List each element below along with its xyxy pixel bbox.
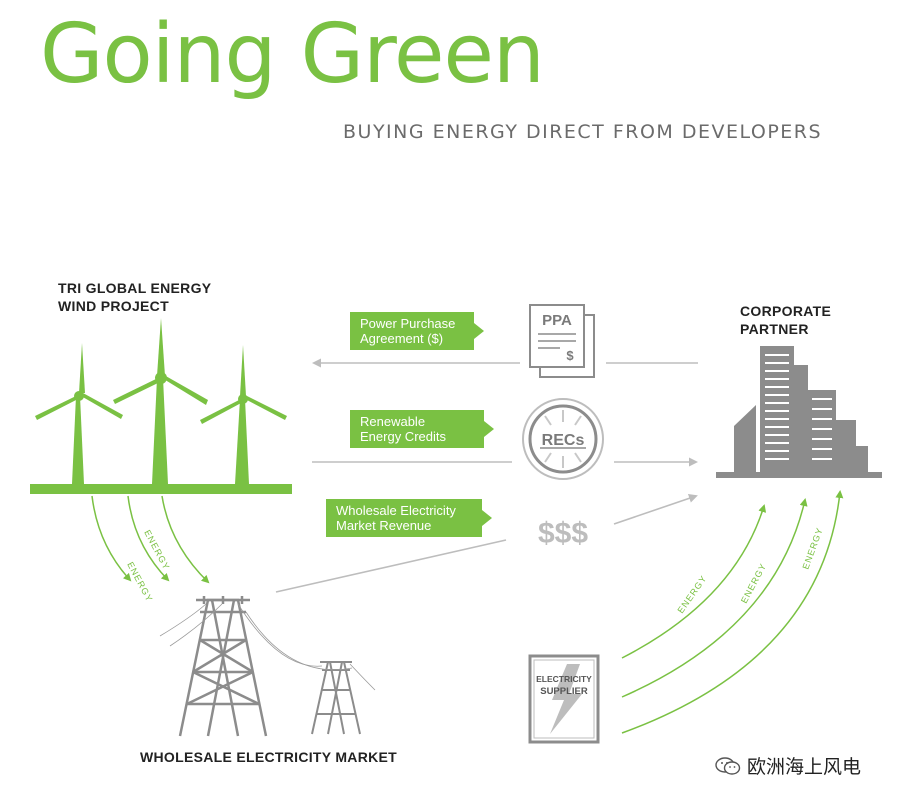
corporate-partner-label-line1: CORPORATE <box>740 303 832 319</box>
wholesale-flow-line1: Wholesale Electricity <box>336 503 456 518</box>
recs-flow-line2: Energy Credits <box>360 429 446 444</box>
corporate-building-icon <box>716 346 882 478</box>
wholesale-flow-line2: Market Revenue <box>336 518 432 533</box>
wholesale-flow-tag: Wholesale Electricity Market Revenue <box>326 499 492 537</box>
supplier-text-line1: ELECTRICITY <box>536 674 592 684</box>
energy-label-b: ENERGY <box>125 560 154 604</box>
wind-turbines-icon <box>30 318 292 494</box>
corporate-partner-label-line2: PARTNER <box>740 321 809 337</box>
power-lines <box>159 603 376 691</box>
page-title: Going Green <box>40 7 545 102</box>
recs-seal-icon <box>522 398 604 480</box>
energy-label-d: ENERGY <box>739 561 768 605</box>
watermark-text: 欧洲海上风电 <box>747 756 862 778</box>
flow-lines <box>275 358 698 593</box>
corporate-partner-label: CORPORATE PARTNER <box>740 302 831 338</box>
ppa-flow-tag: Power Purchase Agreement ($) <box>350 312 484 350</box>
page-subtitle: BUYING ENERGY DIRECT FROM DEVELOPERS <box>343 121 823 143</box>
ppa-icon-text: PPA <box>542 312 572 329</box>
supplier-text-line2: SUPPLIER <box>540 686 588 697</box>
ppa-document-icon <box>529 304 595 378</box>
dollar-signs-icon: $$$ <box>538 517 588 550</box>
energy-label-e: ENERGY <box>800 526 824 571</box>
ppa-dollar-symbol: $ <box>566 348 574 363</box>
recs-flow-line1: Renewable <box>360 414 426 429</box>
ppa-flow-line1: Power Purchase <box>360 316 456 331</box>
ppa-flow-line2: Agreement ($) <box>360 331 444 346</box>
wind-project-label-line2: WIND PROJECT <box>58 298 169 314</box>
electricity-supplier-icon <box>528 654 600 744</box>
wind-project-label: TRI GLOBAL ENERGY WIND PROJECT <box>58 279 211 315</box>
recs-icon-text: RECs <box>542 432 585 449</box>
supplier-to-corporate-energy-arrows <box>621 490 844 734</box>
wind-to-market-energy-arrows <box>91 495 210 584</box>
recs-flow-tag: Renewable Energy Credits <box>350 410 494 448</box>
energy-label-c: ENERGY <box>675 573 708 615</box>
transmission-tower-icon <box>178 596 268 737</box>
wind-project-label-line1: TRI GLOBAL ENERGY <box>58 280 212 296</box>
watermark: 欧洲海上风电 <box>715 752 861 779</box>
wechat-icon <box>715 756 741 775</box>
energy-label-a: ENERGY <box>142 528 171 572</box>
wholesale-market-label: WHOLESALE ELECTRICITY MARKET <box>140 749 398 765</box>
small-tower-icon <box>311 661 361 735</box>
